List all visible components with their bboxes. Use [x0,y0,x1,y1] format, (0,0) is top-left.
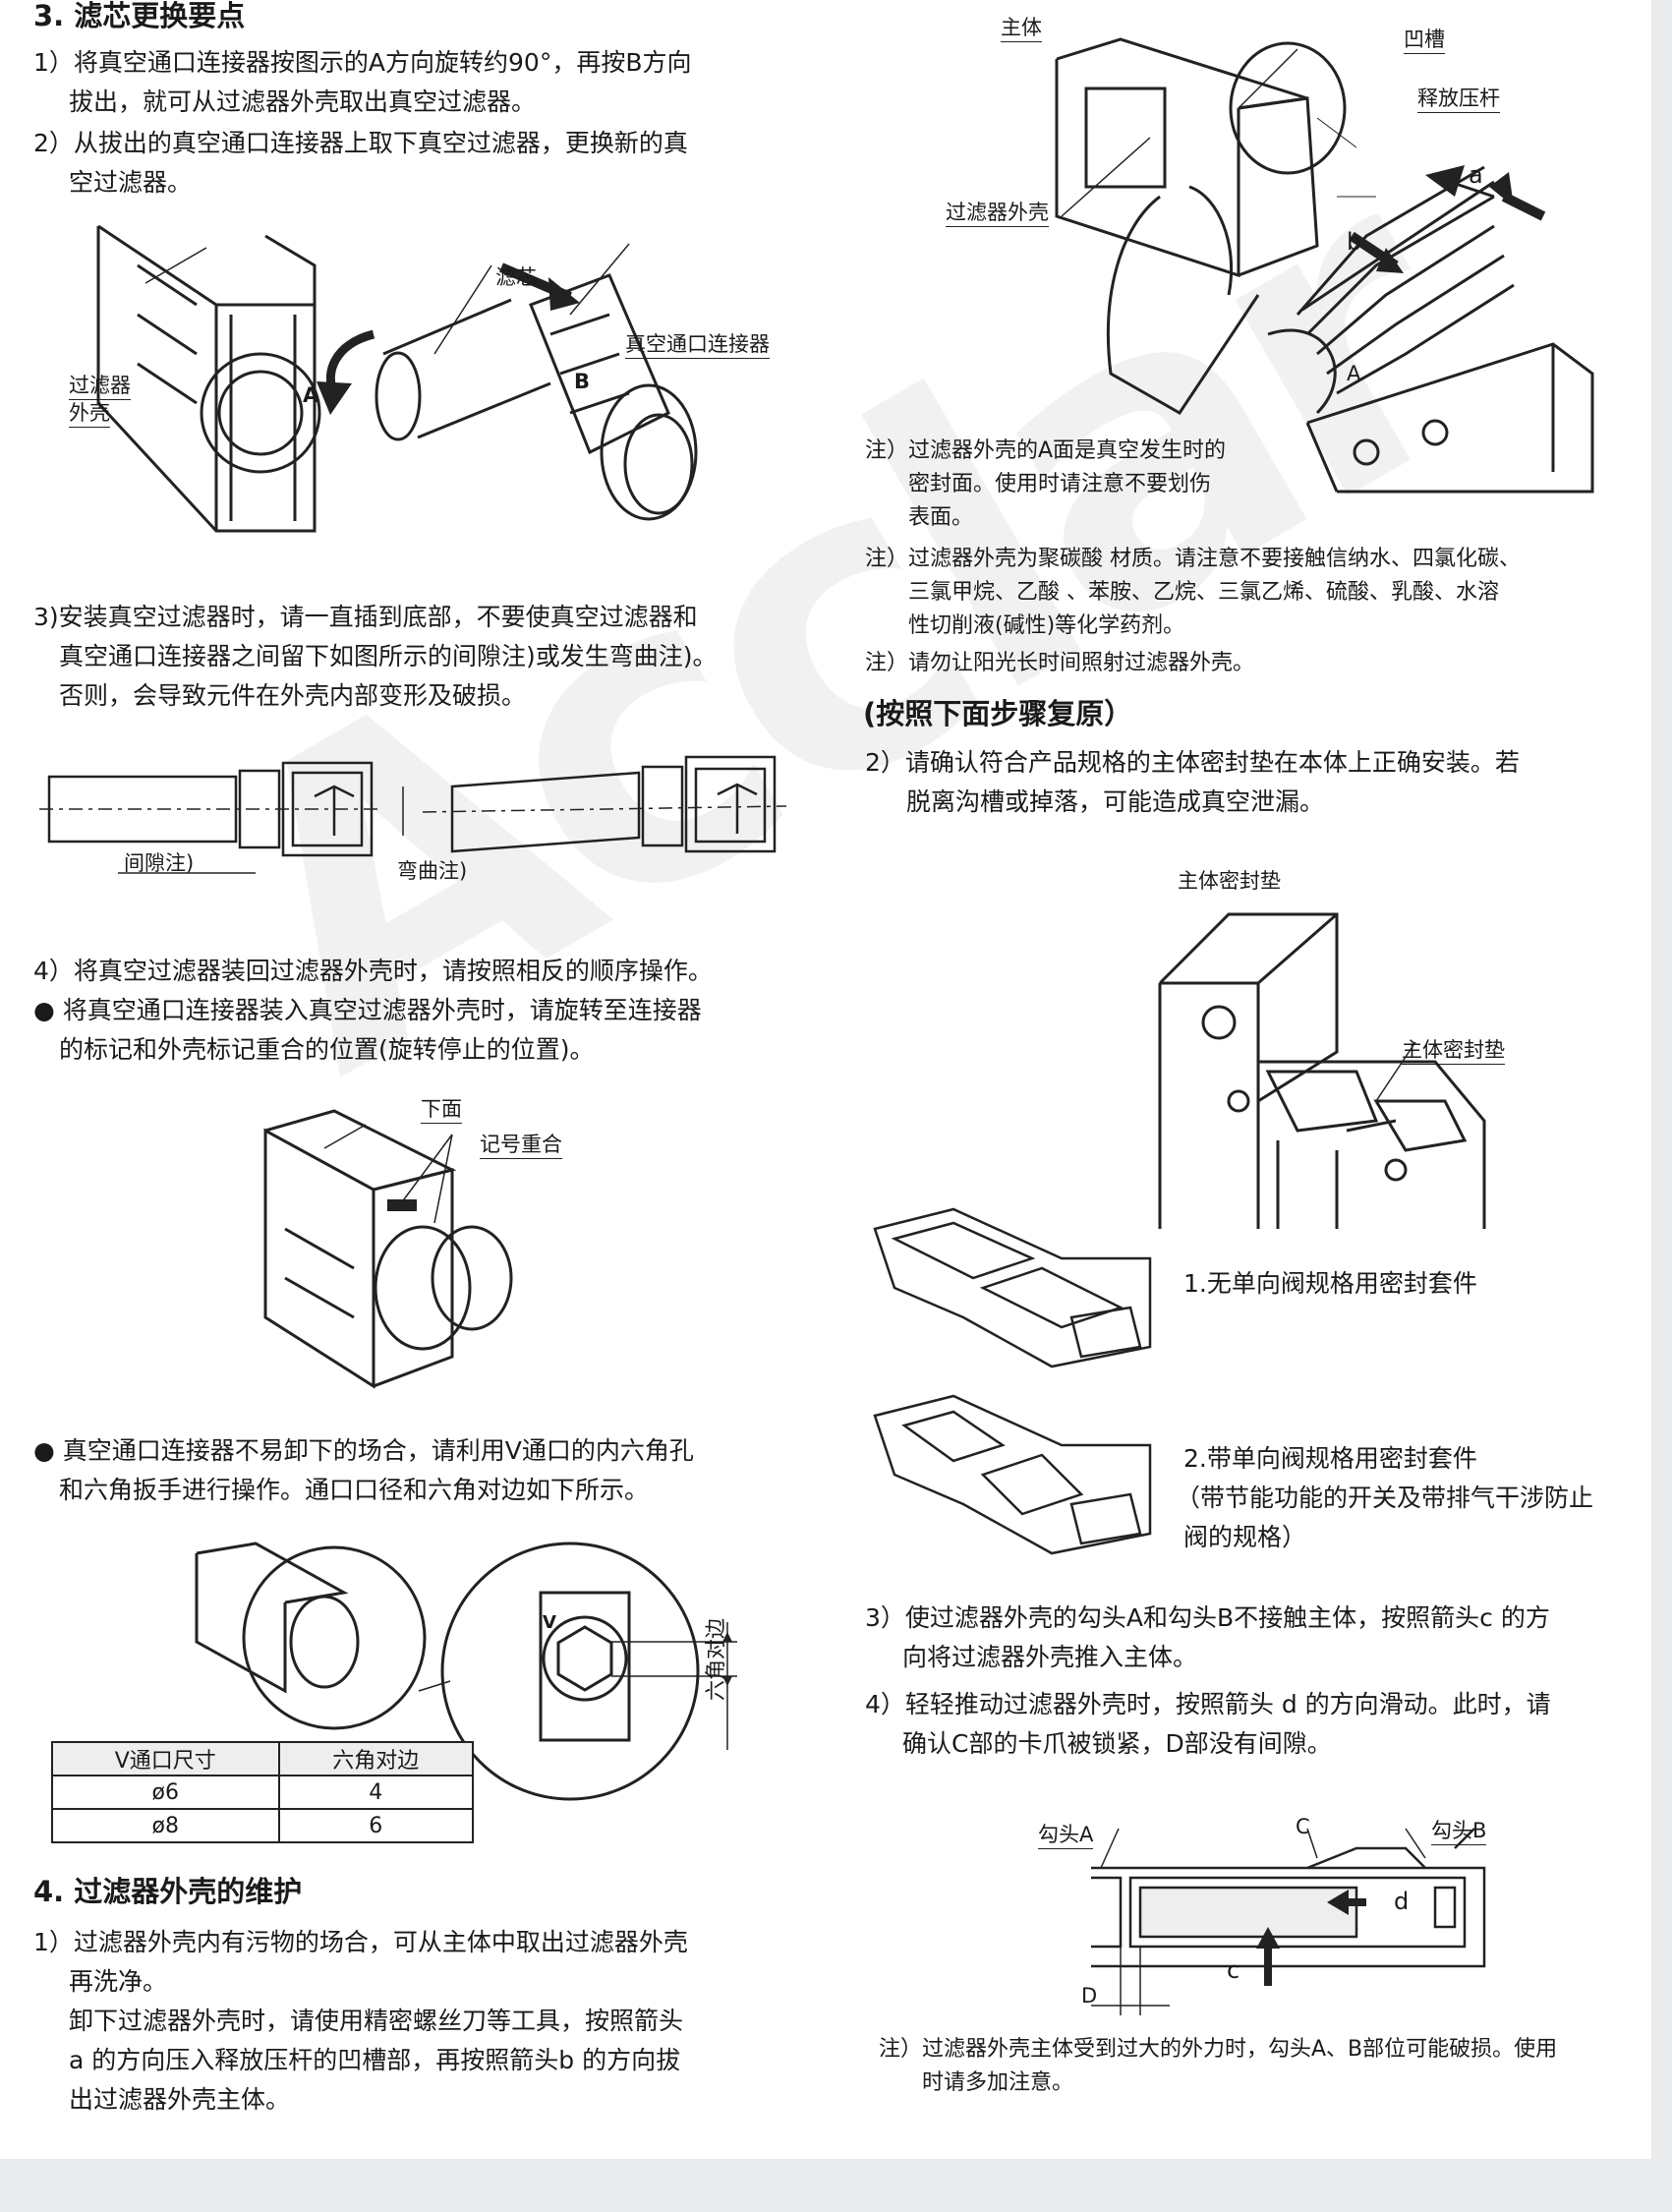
table-header-port-size: V通口尺寸 [51,1741,280,1776]
label-filter-core: 滤芯 [495,265,537,289]
bullet-2-line-1: ● 真空通口连接器不易卸下的场合，请利用V通口的内六角孔 [33,1436,694,1465]
housing-release-figure [1055,37,1594,494]
label-hook-b: 勾头B [1431,1815,1487,1845]
label-face-a: A [1347,362,1361,385]
step-3-line-3: 否则，会导致元件在外壳内部变形及破损。 [59,681,527,710]
section-4-title: 4. 过滤器外壳的维护 [33,1875,303,1908]
hook-section-figure [1091,1828,1486,2015]
step-4: 4）将真空过滤器装回过滤器外壳时，请按照相反的顺序操作。 [33,957,713,985]
manual-page: Acclar 3. 滤芯更换要点 1）将真空通口连接器按图示的A方向旋转约90°… [0,0,1651,2159]
label-direction-a: A [303,383,319,407]
note-1-line-3: 表面。 [908,505,974,530]
table-row: ø6 4 [51,1775,474,1810]
sec4-step-1-line-4: a 的方向压入释放压杆的凹槽部，再按照箭头b 的方向拔 [69,2046,681,2074]
sec4-step-1-line-3: 卸下过滤器外壳时，请使用精密螺丝刀等工具，按照箭头 [69,2007,684,2035]
hex-key-figure [195,1542,737,1801]
note-1-line-1: 注）过滤器外壳的A面是真空发生时的 [865,438,1227,463]
step-3-line-2: 真空通口连接器之间留下如图所示的间隙注)或发生弯曲注)。 [59,642,718,670]
label-port-v: V [543,1612,556,1633]
restore-step-4-line-1: 4）轻轻推动过滤器外壳时，按照箭头 d 的方向滑动。此时，请 [865,1690,1551,1718]
note-1-line-2: 密封面。使用时请注意不要划伤 [908,472,1212,496]
mark-alignment-figure [263,1109,513,1389]
final-note-line-1: 注）过滤器外壳主体受到过大的外力时，勾头A、B部位可能破损。使用 [879,2037,1558,2062]
restore-step-2-line-1: 2）请确认符合产品规格的主体密封垫在本体上正确安装。若 [865,748,1520,777]
gasket-body-figure [1158,912,1486,1229]
step-3-line-1: 3)安装真空过滤器时，请一直插到底部，不要使真空过滤器和 [33,603,698,631]
label-housing-line-2: 外壳 [69,397,110,428]
label-kit-1: 1.无单向阀规格用密封套件 [1183,1269,1477,1298]
label-kit-2-line-3: 阀的规格） [1183,1523,1307,1551]
step-2-line-1: 2）从拔出的真空通口连接器上取下真空过滤器，更换新的真 [33,129,688,157]
step-2-line-2: 空过滤器。 [69,168,193,197]
label-gap: 间隙注) [124,851,195,875]
table-cell: 6 [277,1808,474,1843]
step-1-line-1: 1）将真空通口连接器按图示的A方向旋转约90°，再按B方向 [33,48,692,77]
filter-removal-figure [96,224,698,533]
label-kit-2-line-2: （带节能功能的开关及带排气干涉防止 [1176,1484,1594,1512]
label-gasket-mid: 主体密封垫 [1402,1034,1505,1065]
label-bottom-face: 下面 [421,1093,462,1124]
label-arrow-c: c [1227,1956,1240,1984]
sec4-step-1-line-2: 再洗净。 [69,1967,168,1996]
restore-step-3-line-2: 向将过滤器外壳推入主体。 [902,1643,1198,1671]
label-hex-flats: 六角对边 [704,1618,727,1701]
bullet-1-line-1: ● 将真空通口连接器装入真空过滤器外壳时，请旋转至连接器 [33,996,702,1024]
label-release-lever: 释放压杆 [1417,83,1500,113]
table-cell: ø8 [51,1808,280,1843]
label-bend: 弯曲注) [397,859,468,883]
label-arrow-a: a [1469,161,1483,189]
table-row: ø8 6 [51,1808,474,1843]
sec4-step-1-line-5: 出过滤器外壳主体。 [69,2085,291,2114]
label-groove: 凹槽 [1404,24,1445,54]
restore-title: (按照下面步骤复原） [863,697,1133,730]
table-header-hex-flats: 六角对边 [277,1741,474,1776]
restore-step-4-line-2: 确认C部的卡爪被锁紧，D部没有间隙。 [902,1729,1332,1758]
note-2-line-3: 性切削液(碱性)等化学药剂。 [908,613,1185,638]
step-1-line-2: 拔出，就可从过滤器外壳取出真空过滤器。 [69,87,537,116]
label-hook-a: 勾头A [1038,1819,1094,1849]
label-vacuum-port-connector: 真空通口连接器 [625,328,770,359]
label-part-d: D [1081,1984,1098,2008]
note-2-line-2: 三氯甲烷、乙酸 、苯胺、乙烷、三氯乙烯、硫酸、乳酸、水溶 [908,580,1499,605]
note-3: 注）请勿让阳光长时间照射过滤器外壳。 [865,651,1255,675]
label-mark-align: 记号重合 [480,1129,562,1159]
note-2-line-1: 注）过滤器外壳为聚碳酸 材质。请注意不要接触信纳水、四氯化碳、 [865,547,1521,571]
label-direction-b: B [574,370,591,393]
seal-kit-1-figure [873,1207,1152,1368]
restore-step-2-line-2: 脱离沟槽或掉落，可能造成真空泄漏。 [906,787,1325,816]
label-housing-line-1: 过滤器 [69,370,131,400]
label-arrow-b: b [1347,228,1362,256]
restore-step-3-line-1: 3）使过滤器外壳的勾头A和勾头B不接触主体，按照箭头c 的方 [865,1603,1550,1632]
label-kit-2-line-1: 2.带单向阀规格用密封套件 [1183,1444,1477,1473]
label-part-c: C [1296,1815,1310,1838]
bullet-2-line-2: 和六角扳手进行操作。通口口径和六角对边如下所示。 [59,1476,650,1504]
seal-kit-2-figure [873,1394,1152,1555]
port-size-table: V通口尺寸 六角对边 ø6 4 ø8 6 [51,1741,474,1843]
table-cell: ø6 [51,1775,280,1810]
label-filter-housing: 过滤器外壳 [946,197,1049,227]
table-cell: 4 [277,1775,474,1810]
gap-bend-figure [39,755,787,874]
sec4-step-1-line-1: 1）过滤器外壳内有污物的场合，可从主体中取出过滤器外壳 [33,1928,688,1956]
bullet-1-line-2: 的标记和外壳标记重合的位置(旋转停止的位置)。 [59,1035,595,1064]
label-main-body: 主体 [1001,12,1042,42]
section-3-title: 3. 滤芯更换要点 [33,0,246,32]
final-note-line-2: 时请多加注意。 [922,2070,1074,2095]
label-gasket-top: 主体密封垫 [1178,869,1281,893]
label-arrow-d: d [1394,1888,1410,1915]
